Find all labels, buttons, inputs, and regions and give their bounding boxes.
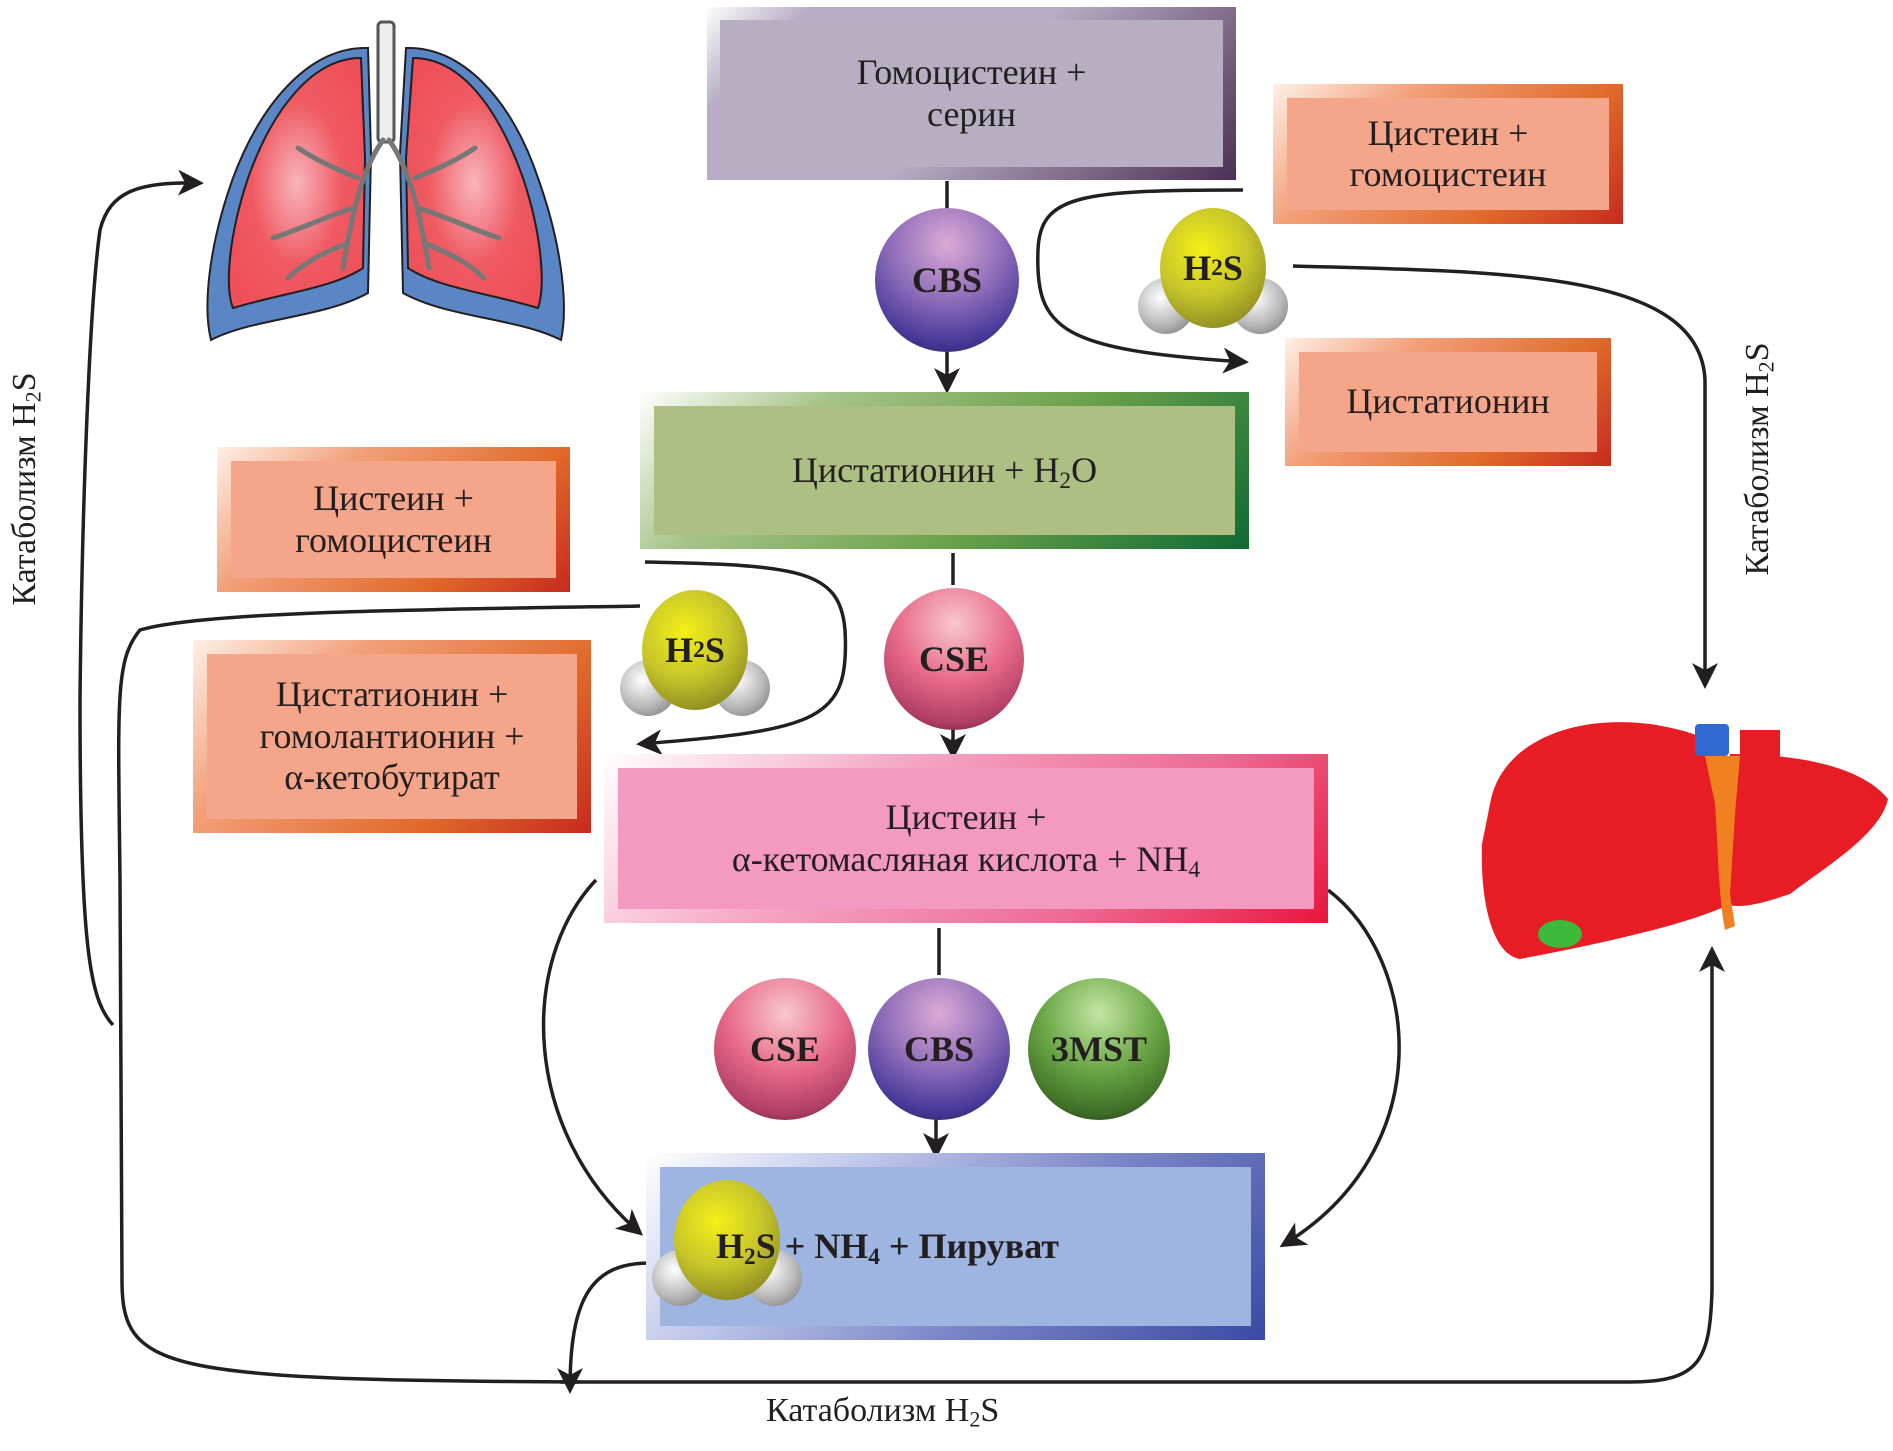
enzyme-cbs-top: CBS (875, 208, 1019, 352)
top-right-reactants-line1: Цистеин + (1367, 112, 1529, 153)
cysteine-ketobutyrate-box: Цистеин + α-кетомасляная кислота + NH4 (604, 754, 1328, 923)
left-reactants-line2: гомоцистеин (295, 519, 492, 560)
enzyme-3mst-bottom: 3MST (1028, 978, 1170, 1120)
bile-duct (1705, 756, 1740, 930)
bronchi (270, 137, 502, 281)
hepatic-vein (1695, 724, 1729, 756)
arrow-catabolism-to-liver (560, 946, 1725, 1384)
cystathionine-water-text: Цистатионин + H2O (791, 449, 1098, 494)
top-right-product-box: Цистатионин (1285, 338, 1611, 466)
left-reactants-line1: Цистеин + (313, 478, 474, 519)
h2s-molecule-products (652, 1180, 802, 1320)
liver-right-lobe (1481, 722, 1730, 959)
liver-illustration (1481, 722, 1888, 959)
catabolism-label-left: Катаболизм H2S (6, 372, 46, 606)
enzyme-cse-bottom: CSE (714, 978, 856, 1120)
gallbladder (1538, 920, 1582, 948)
left-reactants-box: Цистеин + гомоцистеин (217, 447, 570, 592)
top-right-reactants-box: Цистеин + гомоцистеин (1273, 84, 1623, 224)
left-products-line1: Цистатионин + (275, 674, 509, 715)
top-right-reactants-line2: гомоцистеин (1349, 154, 1547, 194)
enzyme-cse-middle: CSE (884, 588, 1024, 730)
arrow-cse-side-reaction (636, 560, 848, 756)
right-lung (404, 56, 543, 310)
arrow-cysteine-to-products-right (1279, 888, 1401, 1248)
liver-left-lobe (1725, 754, 1888, 906)
enzyme-cbs-bottom: CBS (868, 978, 1010, 1120)
left-products-box: Цистатионин + гомолантионин + α-кетобути… (193, 640, 591, 833)
substrate-line1: Гомоцистеин + (856, 52, 1087, 93)
liver-lobe-tab (1740, 730, 1780, 765)
arrow-cysteine-to-products-left (541, 878, 644, 1236)
enzyme-3mst-bottom-label: 3MST (1050, 1029, 1147, 1069)
arrow-cbs-side-reaction (1036, 188, 1249, 374)
enzyme-cse-middle-label: CSE (918, 639, 990, 679)
top-right-product-line1: Цистатионин (1346, 381, 1550, 422)
left-products-line3: α-кетобутират (284, 757, 500, 798)
arrow-h2s-to-liver (1292, 264, 1718, 689)
trachea (376, 20, 396, 144)
arrow-h2s-to-lungs-branch (116, 604, 641, 1384)
enzyme-cbs-top-label: CBS (911, 260, 983, 300)
cysteine-keto-line2: α-кетомасляная кислота + NH4 (731, 838, 1201, 883)
lungs-illustration (206, 20, 565, 342)
substrate-line2: серин (927, 93, 1016, 134)
cysteine-keto-line1: Цистеин + (885, 797, 1047, 838)
substrate-box: Гомоцистеин + серин (706, 6, 1237, 181)
left-products-line2: гомолантионин + (259, 715, 525, 756)
enzyme-cbs-bottom-label: CBS (903, 1029, 975, 1069)
catabolism-label-bottom: Катаболизм H2S (766, 1392, 1000, 1432)
arrow-products-to-catabolism (557, 1261, 653, 1394)
cystathionine-water-box: Цистатионин + H2O (640, 392, 1249, 549)
products-text: H2S + NH4 + Пируват (716, 1226, 1059, 1270)
enzyme-cse-bottom-label: CSE (749, 1029, 821, 1069)
catabolism-label-right: Катаболизм H2S (1739, 342, 1779, 576)
sulfur-atom (674, 1180, 780, 1300)
arrow-catabolism-to-lungs (78, 169, 204, 1027)
left-lung (227, 56, 367, 310)
